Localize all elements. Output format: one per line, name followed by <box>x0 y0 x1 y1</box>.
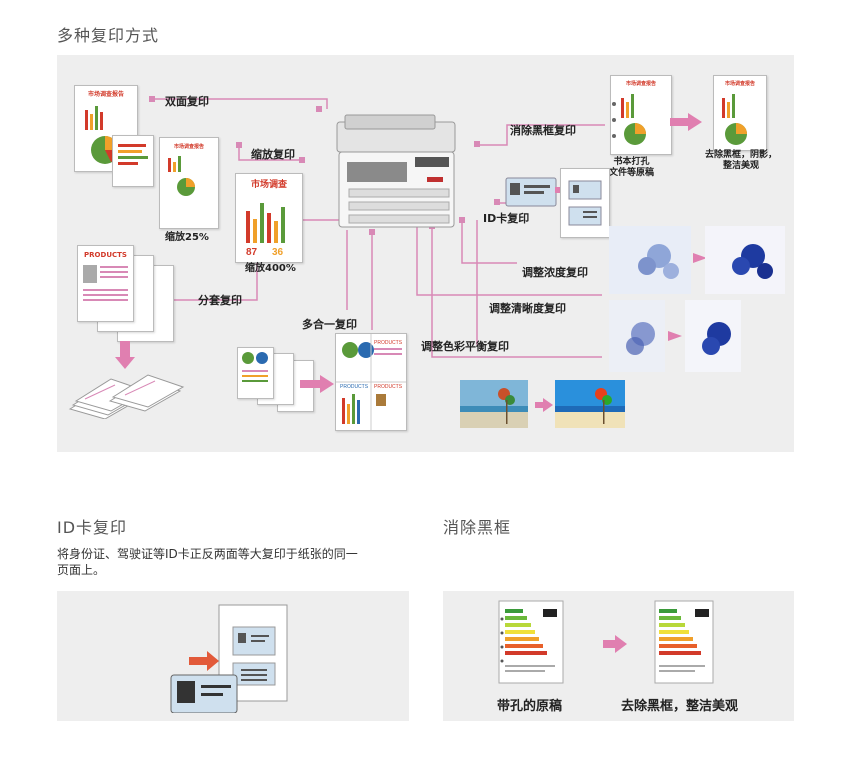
label-density: 调整浓度复印 <box>522 266 588 279</box>
chart-thumbnail-icon <box>168 156 195 196</box>
idcard-illustration <box>170 604 288 713</box>
zoom-small-doc: 市场调查报告 <box>159 137 219 229</box>
bar-chart-thumbnail-icon: 87 36 <box>246 203 285 257</box>
cleaned-caption: 去除黑框，阴影， 整洁美观 <box>705 150 778 171</box>
right-arrow-icon <box>670 113 702 131</box>
beach-photo-dull <box>460 380 528 428</box>
nup-result-doc: PRODUCTS PRODUCTS PRODUCTS <box>335 333 407 431</box>
label-zoom25: 缩放25% <box>165 232 209 243</box>
duplex-back-page <box>112 135 154 187</box>
label-idcard: ID卡复印 <box>483 212 530 225</box>
svg-text:87: 87 <box>246 247 258 257</box>
nup-source-doc-1 <box>237 347 274 399</box>
idcard-description: 将身份证、驾驶证等ID卡正反两面等大复印于纸张的同一 页面上。 <box>57 547 358 577</box>
id-copy-result-doc <box>560 168 610 238</box>
sharpness-after-image <box>685 300 741 372</box>
sorted-sets-icon <box>68 374 185 419</box>
color-balance-before-image <box>460 380 528 428</box>
density-before-image <box>609 226 691 294</box>
label-sharpness: 调整清晰度复印 <box>489 302 566 315</box>
svg-text:PRODUCTS: PRODUCTS <box>340 384 369 390</box>
label-nup: 多合一复印 <box>302 318 357 331</box>
density-after-image <box>705 226 785 294</box>
label-color-balance: 调整色彩平衡复印 <box>421 340 509 353</box>
idcard-section-title: ID卡复印 <box>57 518 128 537</box>
label-duplex: 双面复印 <box>165 95 209 108</box>
energy-label-original-icon <box>498 600 564 684</box>
color-balance-after-image <box>555 380 625 428</box>
page-title: 多种复印方式 <box>57 26 160 45</box>
svg-text:36: 36 <box>272 247 284 257</box>
collate-doc-1: PRODUCTS <box>77 245 134 322</box>
erase-panel: 带孔的原稿 去除黑框，整洁美观 <box>443 591 794 721</box>
idcard-panel <box>57 591 409 721</box>
beach-photo-vivid <box>555 380 625 428</box>
right-arrow-icon <box>668 331 682 341</box>
energy-label-clean-icon <box>654 600 714 684</box>
caption-original: 带孔的原稿 <box>497 699 563 714</box>
caption-cleaned: 去除黑框，整洁美观 <box>621 699 739 714</box>
label-zoom400: 缩放400% <box>245 263 296 274</box>
svg-text:PRODUCTS: PRODUCTS <box>374 340 403 346</box>
id-card-icon <box>505 177 557 207</box>
erase-section-title: 消除黑框 <box>443 518 512 537</box>
label-frame-erase: 消除黑框复印 <box>510 124 576 137</box>
right-arrow-icon <box>603 635 627 653</box>
printer-icon <box>336 114 456 228</box>
right-arrow-icon <box>693 253 707 263</box>
flower-photo-dark <box>705 226 785 294</box>
blurry-photo-icon <box>609 300 665 372</box>
right-arrow-icon <box>300 375 334 393</box>
right-arrow-icon <box>535 398 553 412</box>
label-collate: 分套复印 <box>198 294 242 307</box>
sharp-photo-icon <box>685 300 741 372</box>
cleaned-doc: 市场调查报告 <box>713 75 767 151</box>
book-caption: 书本打孔 文件等原稿 <box>609 157 655 178</box>
down-arrow-icon <box>115 341 135 369</box>
zoom-large-doc: 市场调查 87 36 <box>235 173 303 263</box>
book-original-doc: 市场调查报告 <box>610 75 672 155</box>
flower-photo-light <box>609 226 691 294</box>
sharpness-before-image <box>609 300 665 372</box>
label-zoom: 缩放复印 <box>251 148 295 161</box>
svg-text:PRODUCTS: PRODUCTS <box>374 384 403 390</box>
copy-modes-diagram: 市场调查报告 双面复印 市场调查报告 缩放25% 缩放复印 <box>57 55 794 452</box>
